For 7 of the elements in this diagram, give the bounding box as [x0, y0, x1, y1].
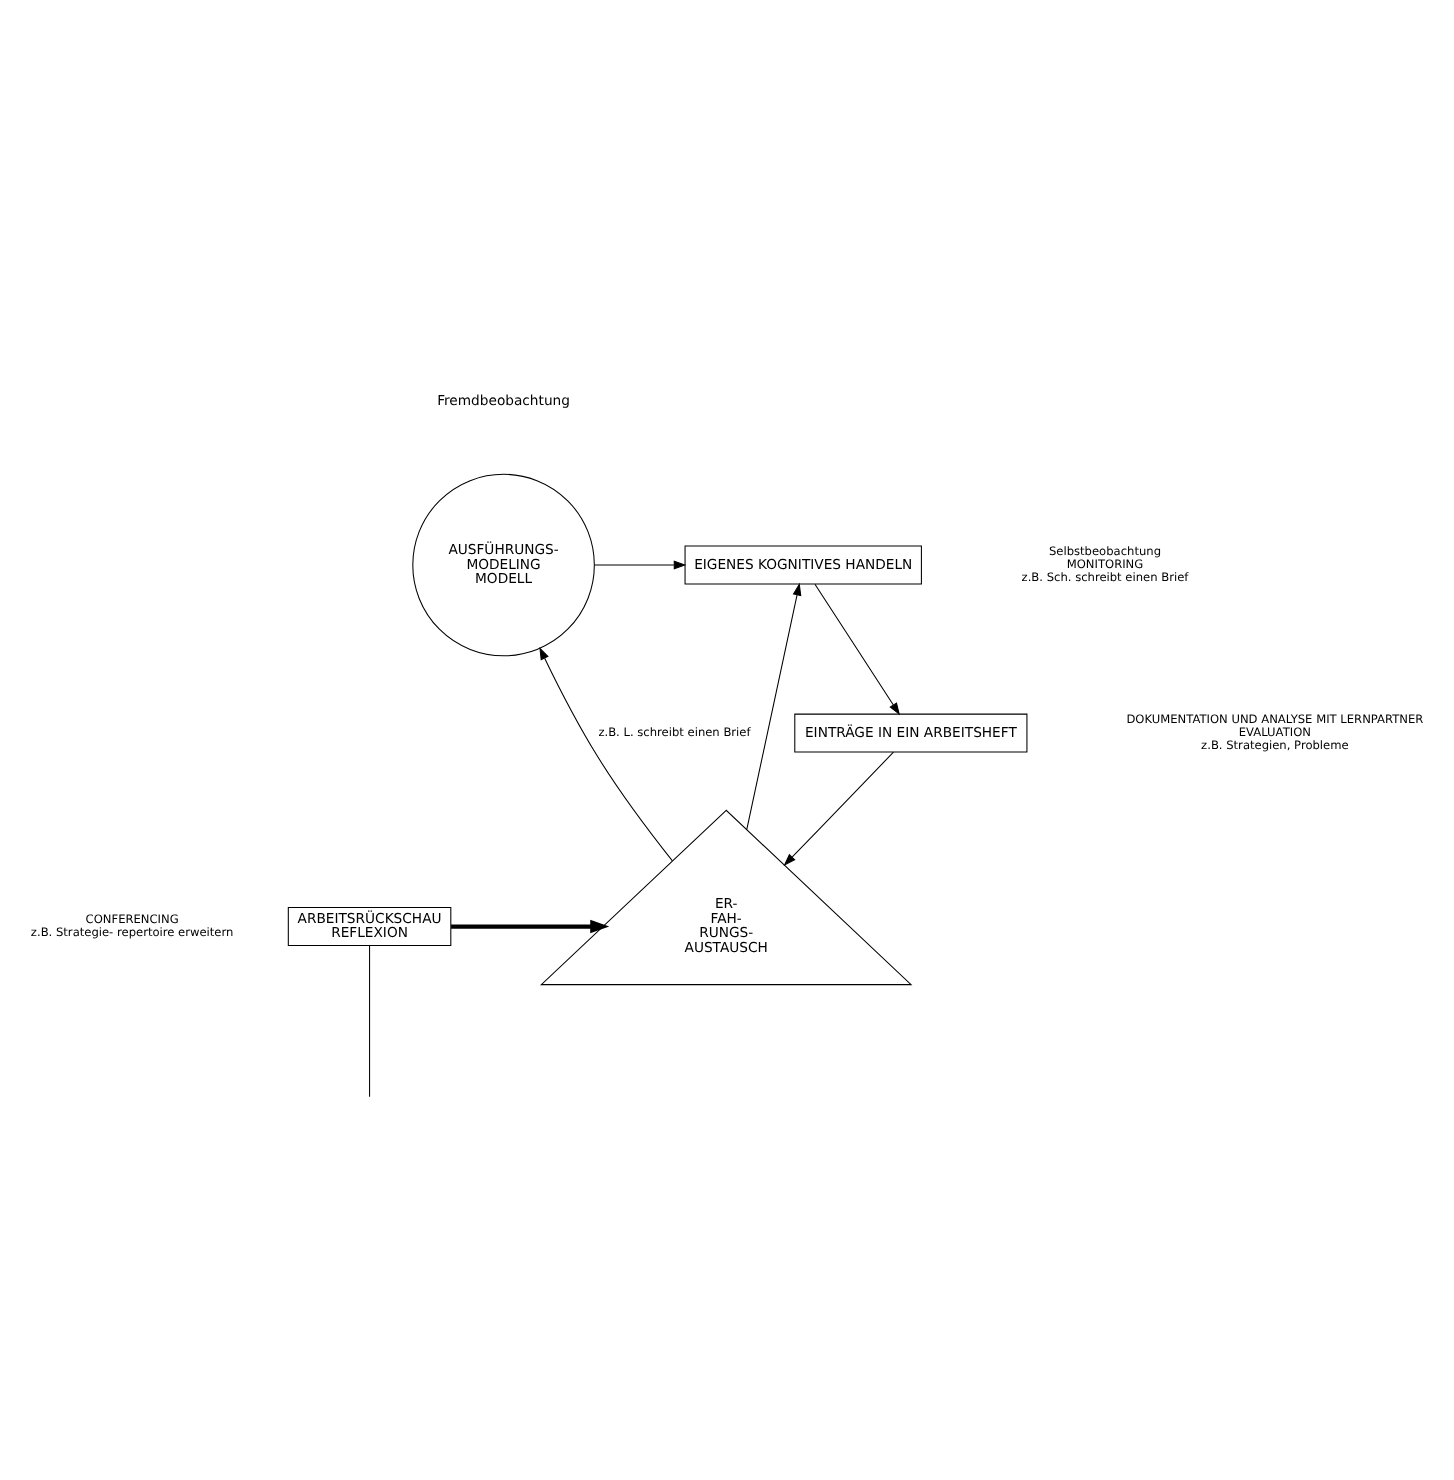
arrow — [783, 751, 894, 867]
arrow — [814, 583, 901, 716]
arrow — [746, 582, 802, 831]
arrow — [539, 647, 673, 862]
arrow — [594, 560, 687, 570]
connector — [369, 945, 371, 1098]
arrow — [451, 919, 610, 934]
